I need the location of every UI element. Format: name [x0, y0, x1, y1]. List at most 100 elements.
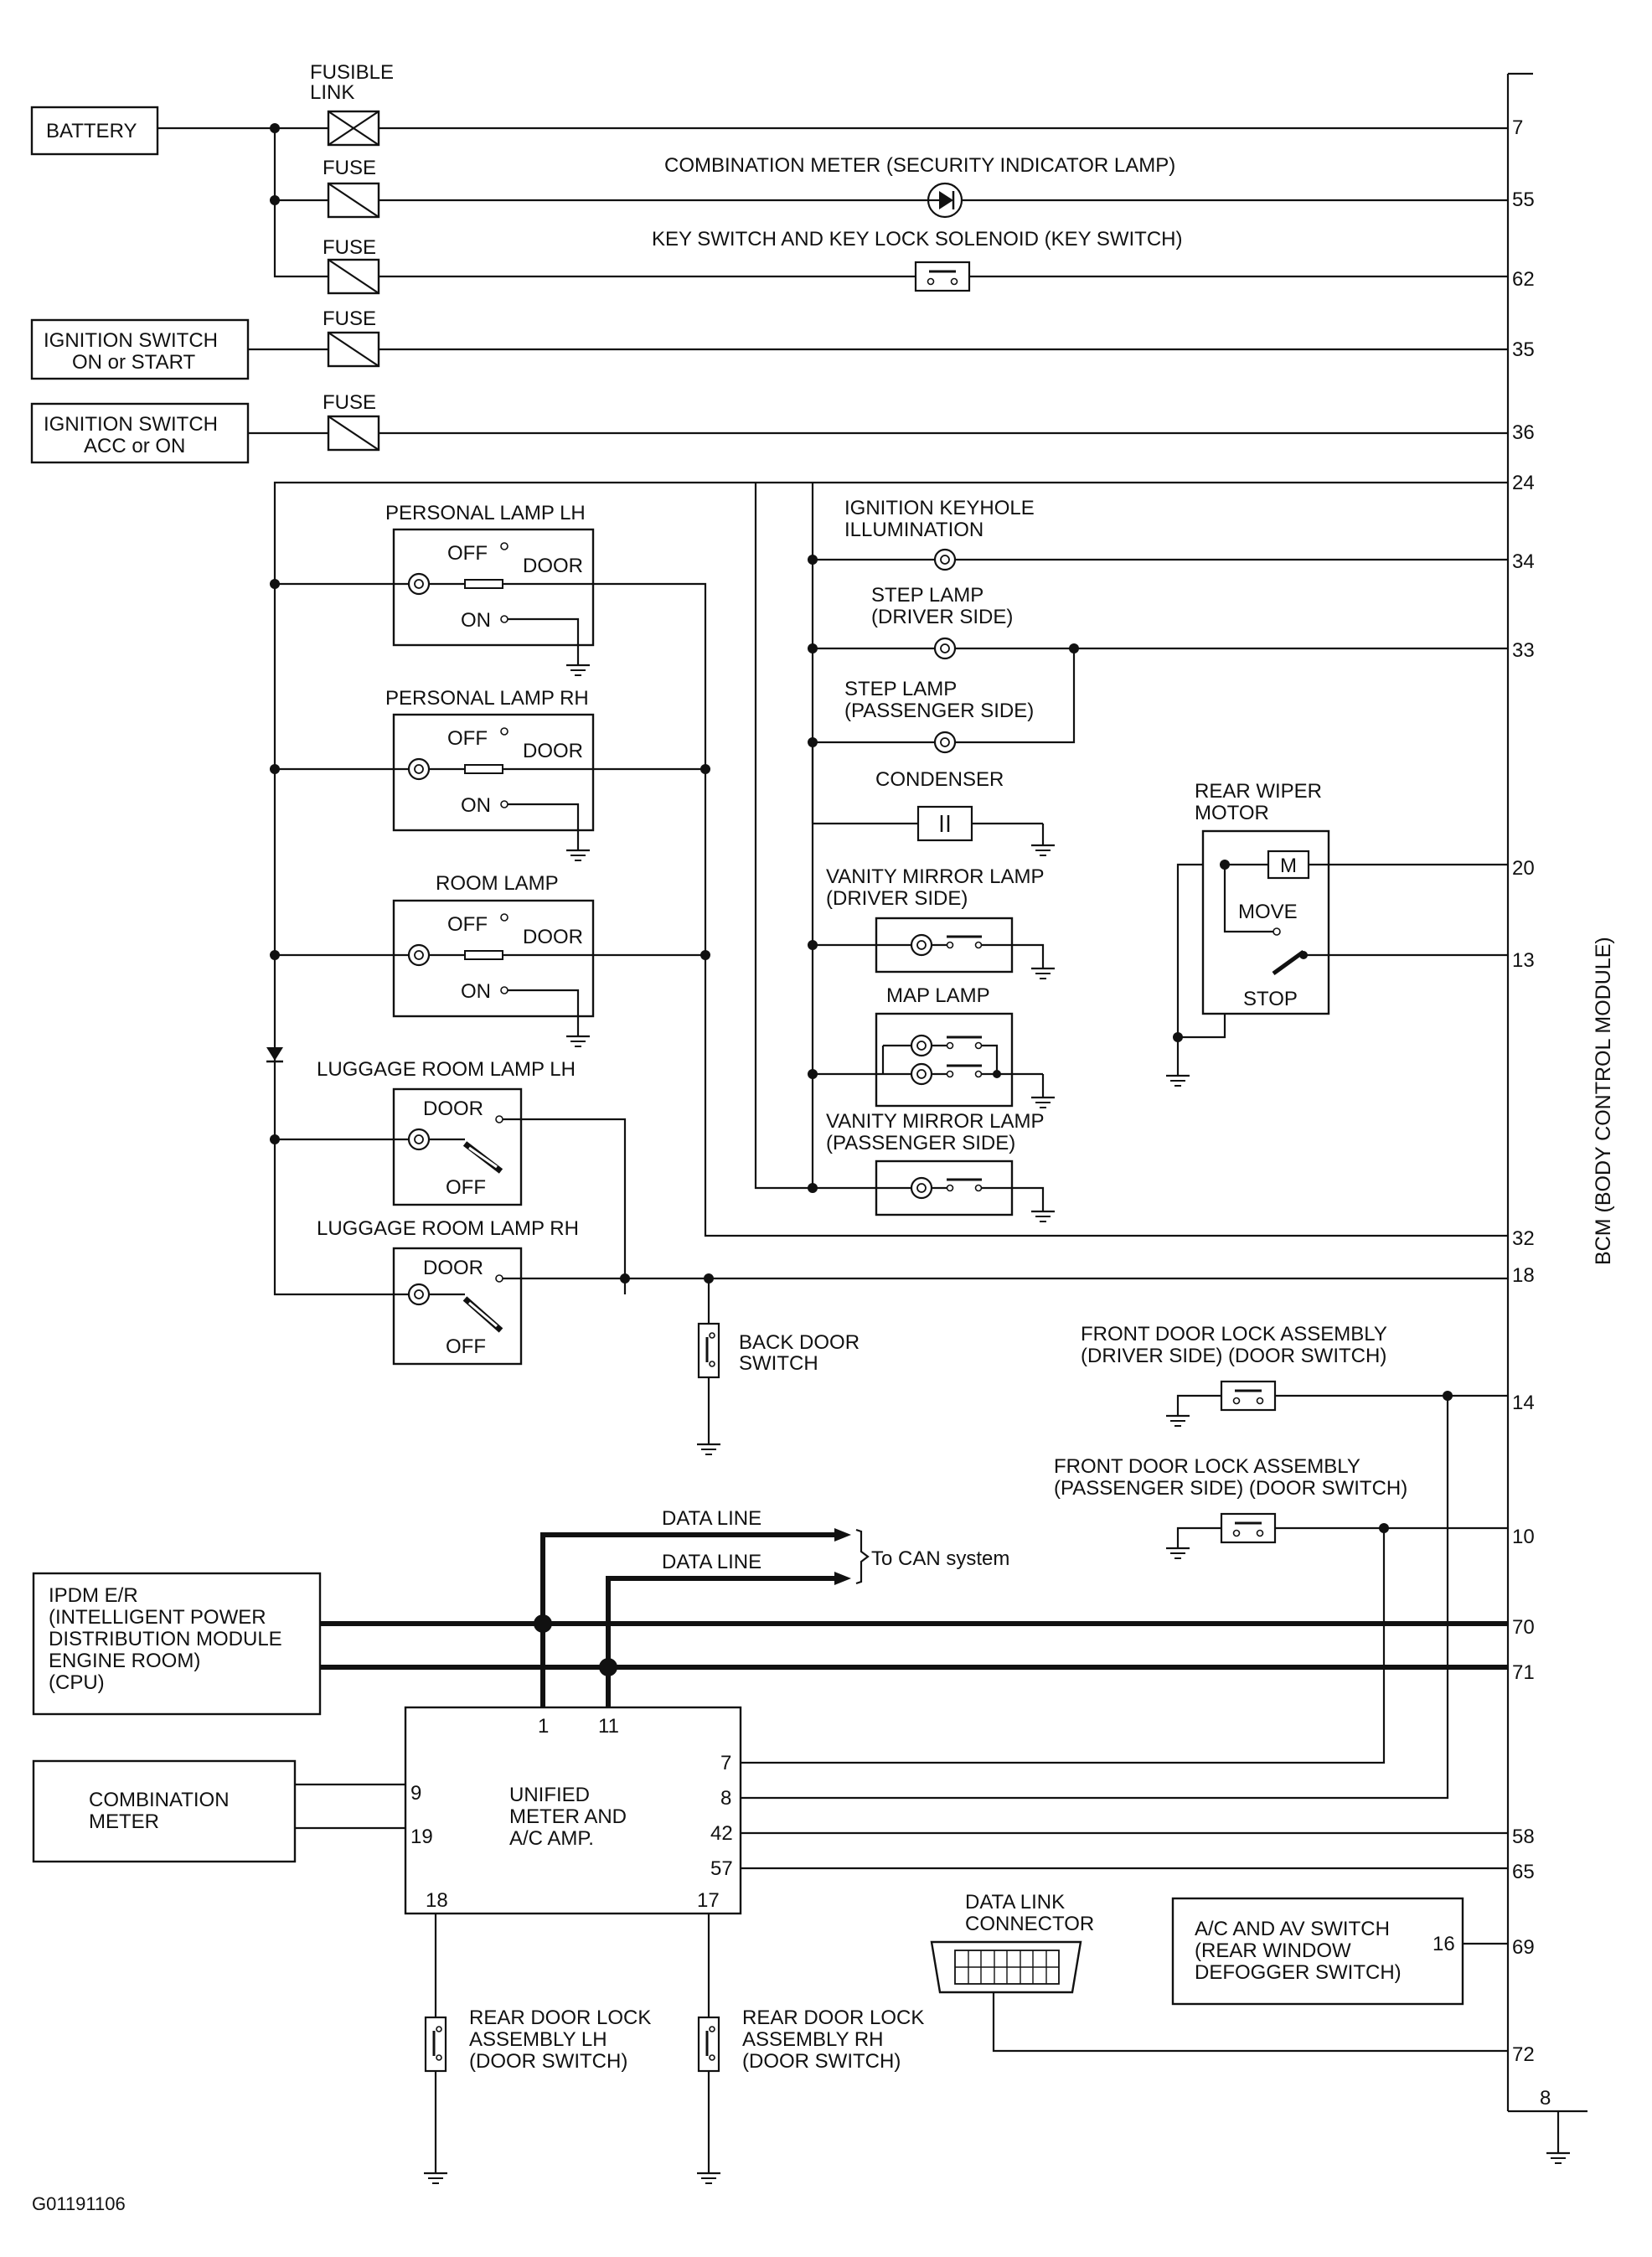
- security-indicator-lamp: [927, 182, 963, 219]
- personal-lh-on: ON: [461, 609, 491, 632]
- map-lamp-box: [875, 1012, 1014, 1108]
- key-switch-label: KEY SWITCH AND KEY LOCK SOLENOID (KEY SW…: [652, 228, 1182, 250]
- bcm-pin-13: 13: [1512, 949, 1535, 972]
- personal-lamp-rh-label: PERSONAL LAMP RH: [385, 687, 589, 710]
- power-section: BATTERY FUSIBLE LINK FUSE COMBINATION ME…: [30, 61, 1508, 464]
- front-passenger-label-2: (PASSENGER SIDE) (DOOR SWITCH): [1054, 1477, 1407, 1500]
- bcm-pin-62: 62: [1512, 268, 1535, 291]
- unified-pin-9: 9: [410, 1782, 421, 1805]
- unified-pin-8: 8: [720, 1787, 731, 1810]
- key-switch: [914, 261, 971, 292]
- personal-lamp-lh-box: [392, 528, 595, 647]
- bcm-pin-33: 33: [1512, 639, 1535, 662]
- bcm-label: BCM (BODY CONTROL MODULE): [1592, 937, 1615, 1265]
- luggage-rh-off: OFF: [446, 1335, 486, 1358]
- combination-meter-label-1: COMBINATION: [89, 1789, 230, 1811]
- rear-wiper-label-2: MOTOR: [1195, 802, 1269, 824]
- ac-av-label-2: (REAR WINDOW: [1195, 1939, 1351, 1962]
- bcm-pin-8: 8: [1540, 2087, 1551, 2110]
- ac-av-label-3: DEFOGGER SWITCH): [1195, 1961, 1402, 1984]
- combination-meter-security-label: COMBINATION METER (SECURITY INDICATOR LA…: [664, 154, 1175, 177]
- fusible-link-label-1: FUSIBLE: [310, 61, 394, 84]
- fuse-label-62: FUSE: [323, 236, 376, 259]
- data-link-connector: [930, 1940, 1082, 1994]
- unified-pin-7: 7: [720, 1752, 731, 1774]
- personal-lh-off: OFF: [447, 542, 488, 565]
- ac-av-pin-16: 16: [1433, 1933, 1455, 1955]
- front-passenger-door-switch: [1220, 1512, 1277, 1544]
- data-link-label-2: CONNECTOR: [965, 1913, 1094, 1935]
- fuse-55: [327, 182, 380, 219]
- step-lamp-passenger-label-1: STEP LAMP: [844, 678, 957, 700]
- bcm-pin-70: 70: [1512, 1616, 1535, 1639]
- bcm-pin-32: 32: [1512, 1227, 1535, 1250]
- personal-rh-off: OFF: [447, 727, 488, 750]
- fuse-36: [327, 415, 380, 452]
- ipdm-label-3: DISTRIBUTION MODULE: [49, 1628, 282, 1650]
- front-driver-label-1: FRONT DOOR LOCK ASSEMBLY: [1081, 1323, 1387, 1345]
- luggage-lamp-lh-label: LUGGAGE ROOM LAMP LH: [317, 1058, 576, 1081]
- front-driver-label-2: (DRIVER SIDE) (DOOR SWITCH): [1081, 1345, 1386, 1367]
- rear-door-lh-switch: [424, 2016, 447, 2073]
- bcm-pin-34: 34: [1512, 550, 1535, 573]
- data-link-label-1: DATA LINK: [965, 1891, 1065, 1914]
- bcm-pin-18: 18: [1512, 1264, 1535, 1287]
- rear-rh-label-3: (DOOR SWITCH): [742, 2050, 901, 2073]
- fusible-link: [327, 110, 380, 147]
- ignition-on-start-label-1: IGNITION SWITCH: [44, 329, 218, 352]
- bcm-pin-20: 20: [1512, 857, 1535, 880]
- room-door: DOOR: [523, 926, 583, 948]
- rear-wiper-motor-box: [1201, 829, 1330, 1015]
- back-door-switch: [697, 1322, 720, 1379]
- rear-wiper-label-1: REAR WIPER: [1195, 780, 1322, 803]
- unified-pin-18: 18: [426, 1889, 448, 1912]
- keyhole-illum-bulb: [933, 548, 957, 571]
- battery-box: [30, 106, 159, 156]
- fuse-label-55: FUSE: [323, 157, 376, 179]
- wiper-move-label: MOVE: [1238, 901, 1298, 923]
- fuse-62: [327, 258, 380, 295]
- step-lamp-driver-bulb: [933, 637, 957, 660]
- luggage-lamp-rh-label: LUGGAGE ROOM LAMP RH: [317, 1217, 579, 1240]
- room-lamp-box: [392, 899, 595, 1018]
- bcm-pin-35: 35: [1512, 338, 1535, 361]
- bcm-pin-10: 10: [1512, 1526, 1535, 1548]
- fuse-label-35: FUSE: [323, 307, 376, 330]
- data-line-label-2: DATA LINE: [662, 1551, 761, 1573]
- ignition-on-start-label-2: ON or START: [72, 351, 195, 374]
- bcm-pin-7: 7: [1512, 116, 1523, 139]
- condenser-label: CONDENSER: [875, 768, 1004, 791]
- ignition-acc-on-label-1: IGNITION SWITCH: [44, 413, 218, 436]
- front-passenger-label-1: FRONT DOOR LOCK ASSEMBLY: [1054, 1455, 1360, 1478]
- figure-id: G01191106: [32, 2193, 126, 2214]
- rear-rh-label-2: ASSEMBLY RH: [742, 2028, 884, 2051]
- ipdm-label-4: ENGINE ROOM): [49, 1650, 200, 1672]
- back-door-switch-label-2: SWITCH: [739, 1352, 818, 1375]
- ipdm-label-5: (CPU): [49, 1671, 105, 1694]
- front-driver-door-switch: [1220, 1380, 1277, 1412]
- keyhole-illum-label-1: IGNITION KEYHOLE: [844, 497, 1035, 519]
- bcm-pin-labels: 7 55 62 35 36 24 34 33 20 13 32 18 14 10…: [1512, 116, 1551, 2110]
- vanity-driver-label-2: (DRIVER SIDE): [826, 887, 968, 910]
- data-line-label-1: DATA LINE: [662, 1507, 761, 1530]
- fuse-label-36: FUSE: [323, 391, 376, 414]
- step-lamp-driver-label-2: (DRIVER SIDE): [871, 606, 1013, 628]
- vanity-passenger-label-2: (PASSENGER SIDE): [826, 1132, 1015, 1154]
- unified-label-3: A/C AMP.: [509, 1827, 594, 1850]
- room-on: ON: [461, 980, 491, 1003]
- personal-lh-door: DOOR: [523, 555, 583, 577]
- luggage-lh-off: OFF: [446, 1176, 486, 1199]
- wiper-motor-symbol: M: [1280, 855, 1297, 877]
- step-lamp-driver-label-1: STEP LAMP: [871, 584, 983, 607]
- front-door-switches: FRONT DOOR LOCK ASSEMBLY (DRIVER SIDE) (…: [1054, 1323, 1508, 1560]
- bcm-connector: BCM (BODY CONTROL MODULE): [1506, 72, 1615, 2165]
- combination-meter-box: [32, 1759, 297, 1863]
- unified-pin-11: 11: [598, 1715, 619, 1738]
- unified-pin-42: 42: [710, 1822, 733, 1845]
- battery-label: BATTERY: [46, 120, 137, 142]
- personal-lamp-rh-box: [392, 713, 595, 832]
- bcm-pin-36: 36: [1512, 421, 1535, 444]
- bcm-pin-71: 71: [1512, 1661, 1535, 1684]
- luggage-lh-door: DOOR: [423, 1098, 483, 1120]
